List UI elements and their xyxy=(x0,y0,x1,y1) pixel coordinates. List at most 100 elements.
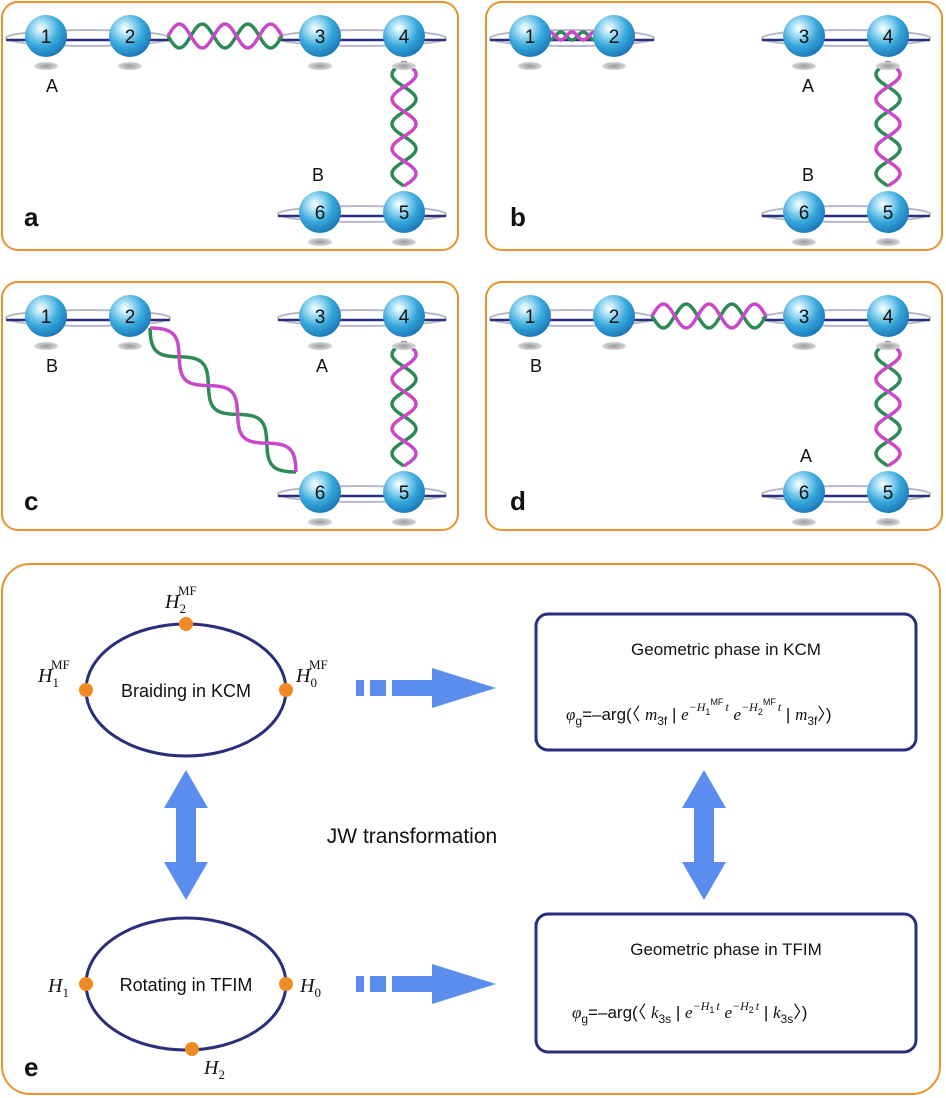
ion-number: 2 xyxy=(125,27,136,48)
ion-sphere xyxy=(593,295,635,337)
ion-sphere xyxy=(867,295,909,337)
trap-ring xyxy=(277,29,447,47)
panel-a-site-a: A xyxy=(46,76,58,96)
kcm-phase-title: Geometric phase in KCM xyxy=(631,640,821,659)
ion-sphere xyxy=(783,191,825,233)
ion-number: 5 xyxy=(399,483,410,504)
ion-number: 4 xyxy=(399,27,410,48)
entanglement-strand xyxy=(390,60,418,188)
ion-number: 3 xyxy=(799,307,810,328)
trap-ring xyxy=(761,485,931,503)
ion-shadow xyxy=(876,238,900,246)
ion-number: 1 xyxy=(41,307,52,328)
ion-number: 2 xyxy=(609,307,620,328)
ion-sphere xyxy=(783,471,825,513)
ion-number: 4 xyxy=(883,27,894,48)
ion-sphere xyxy=(25,15,67,57)
node-h2 xyxy=(185,1042,199,1056)
ion-shadow xyxy=(308,62,332,70)
ion-number: 6 xyxy=(315,483,326,504)
node-h0-mf xyxy=(279,683,293,697)
entanglement-strand xyxy=(874,340,902,468)
left-double-arrow xyxy=(164,770,208,900)
ion-sphere xyxy=(299,15,341,57)
entanglement-strand xyxy=(650,302,768,330)
panel-d-site-b: B xyxy=(530,356,542,376)
ion-shadow xyxy=(392,62,416,70)
ion-number: 5 xyxy=(399,203,410,224)
label-h2: H2 xyxy=(203,1057,225,1082)
ion-number: 6 xyxy=(799,203,810,224)
entanglement-strand xyxy=(542,30,602,42)
trap-ring xyxy=(5,309,171,327)
entanglement-strand xyxy=(874,60,902,188)
ion-number: 2 xyxy=(125,307,136,328)
ion-number: 1 xyxy=(41,27,52,48)
ion-number: 3 xyxy=(799,27,810,48)
ion-sphere xyxy=(299,471,341,513)
trap-ring xyxy=(277,309,447,327)
panel-b-site-b: B xyxy=(802,165,814,185)
entanglement-strand xyxy=(166,22,284,50)
entanglement-strand xyxy=(390,60,418,188)
ion-number: 6 xyxy=(799,483,810,504)
trap-ring xyxy=(761,309,931,327)
ion-shadow xyxy=(392,342,416,350)
ion-sphere xyxy=(783,295,825,337)
ion-shadow xyxy=(518,342,542,350)
ion-number: 2 xyxy=(609,27,620,48)
ion-number: 3 xyxy=(315,27,326,48)
node-h1-mf xyxy=(79,683,93,697)
ion-shadow xyxy=(792,518,816,526)
panel-e-label: e xyxy=(24,1052,38,1082)
ion-shadow xyxy=(118,62,142,70)
label-h1: H1 xyxy=(47,975,69,1000)
entanglement-strand xyxy=(650,302,768,330)
panel-b-site-a: A xyxy=(802,76,814,96)
right-double-arrow xyxy=(682,770,726,900)
entanglement-strand xyxy=(390,340,418,468)
ion-number: 5 xyxy=(883,203,894,224)
panel-c-site-b: B xyxy=(46,356,58,376)
node-h1 xyxy=(79,977,93,991)
panel-c-label: c xyxy=(24,486,38,516)
entanglement-strand xyxy=(390,340,418,468)
entanglement-strand xyxy=(542,30,602,42)
ion-shadow xyxy=(34,62,58,70)
ion-shadow xyxy=(602,342,626,350)
ion-sphere xyxy=(109,15,151,57)
ion-shadow xyxy=(308,238,332,246)
ion-sphere xyxy=(509,295,551,337)
trap-ring xyxy=(489,29,655,47)
label-h1-mf: H1MF xyxy=(37,657,70,690)
trap-ring xyxy=(761,205,931,223)
jw-transformation-label: JW transformation xyxy=(327,825,497,848)
trap-ring xyxy=(277,485,447,503)
top-right-arrow xyxy=(356,668,496,708)
ion-shadow xyxy=(876,518,900,526)
entanglement-strand xyxy=(166,22,284,50)
panel-b-frame xyxy=(485,1,943,251)
ion-sphere xyxy=(509,15,551,57)
ion-number: 4 xyxy=(399,307,410,328)
panel-b-label: b xyxy=(510,202,526,232)
entanglement-strand xyxy=(874,340,902,468)
ion-shadow xyxy=(792,342,816,350)
ion-shadow xyxy=(792,238,816,246)
tfim-phase-title: Geometric phase in TFIM xyxy=(630,940,821,959)
ion-sphere xyxy=(383,15,425,57)
ion-shadow xyxy=(118,342,142,350)
panel-d-frame xyxy=(485,281,943,531)
ion-shadow xyxy=(876,342,900,350)
ion-sphere xyxy=(383,471,425,513)
ion-shadow xyxy=(308,342,332,350)
kcm-phase-box xyxy=(534,612,918,752)
ion-sphere xyxy=(299,295,341,337)
panel-c-site-a: A xyxy=(316,356,328,376)
ion-number: 6 xyxy=(315,203,326,224)
bottom-right-arrow xyxy=(356,964,496,1004)
label-h2-mf: H2MF xyxy=(164,583,197,616)
